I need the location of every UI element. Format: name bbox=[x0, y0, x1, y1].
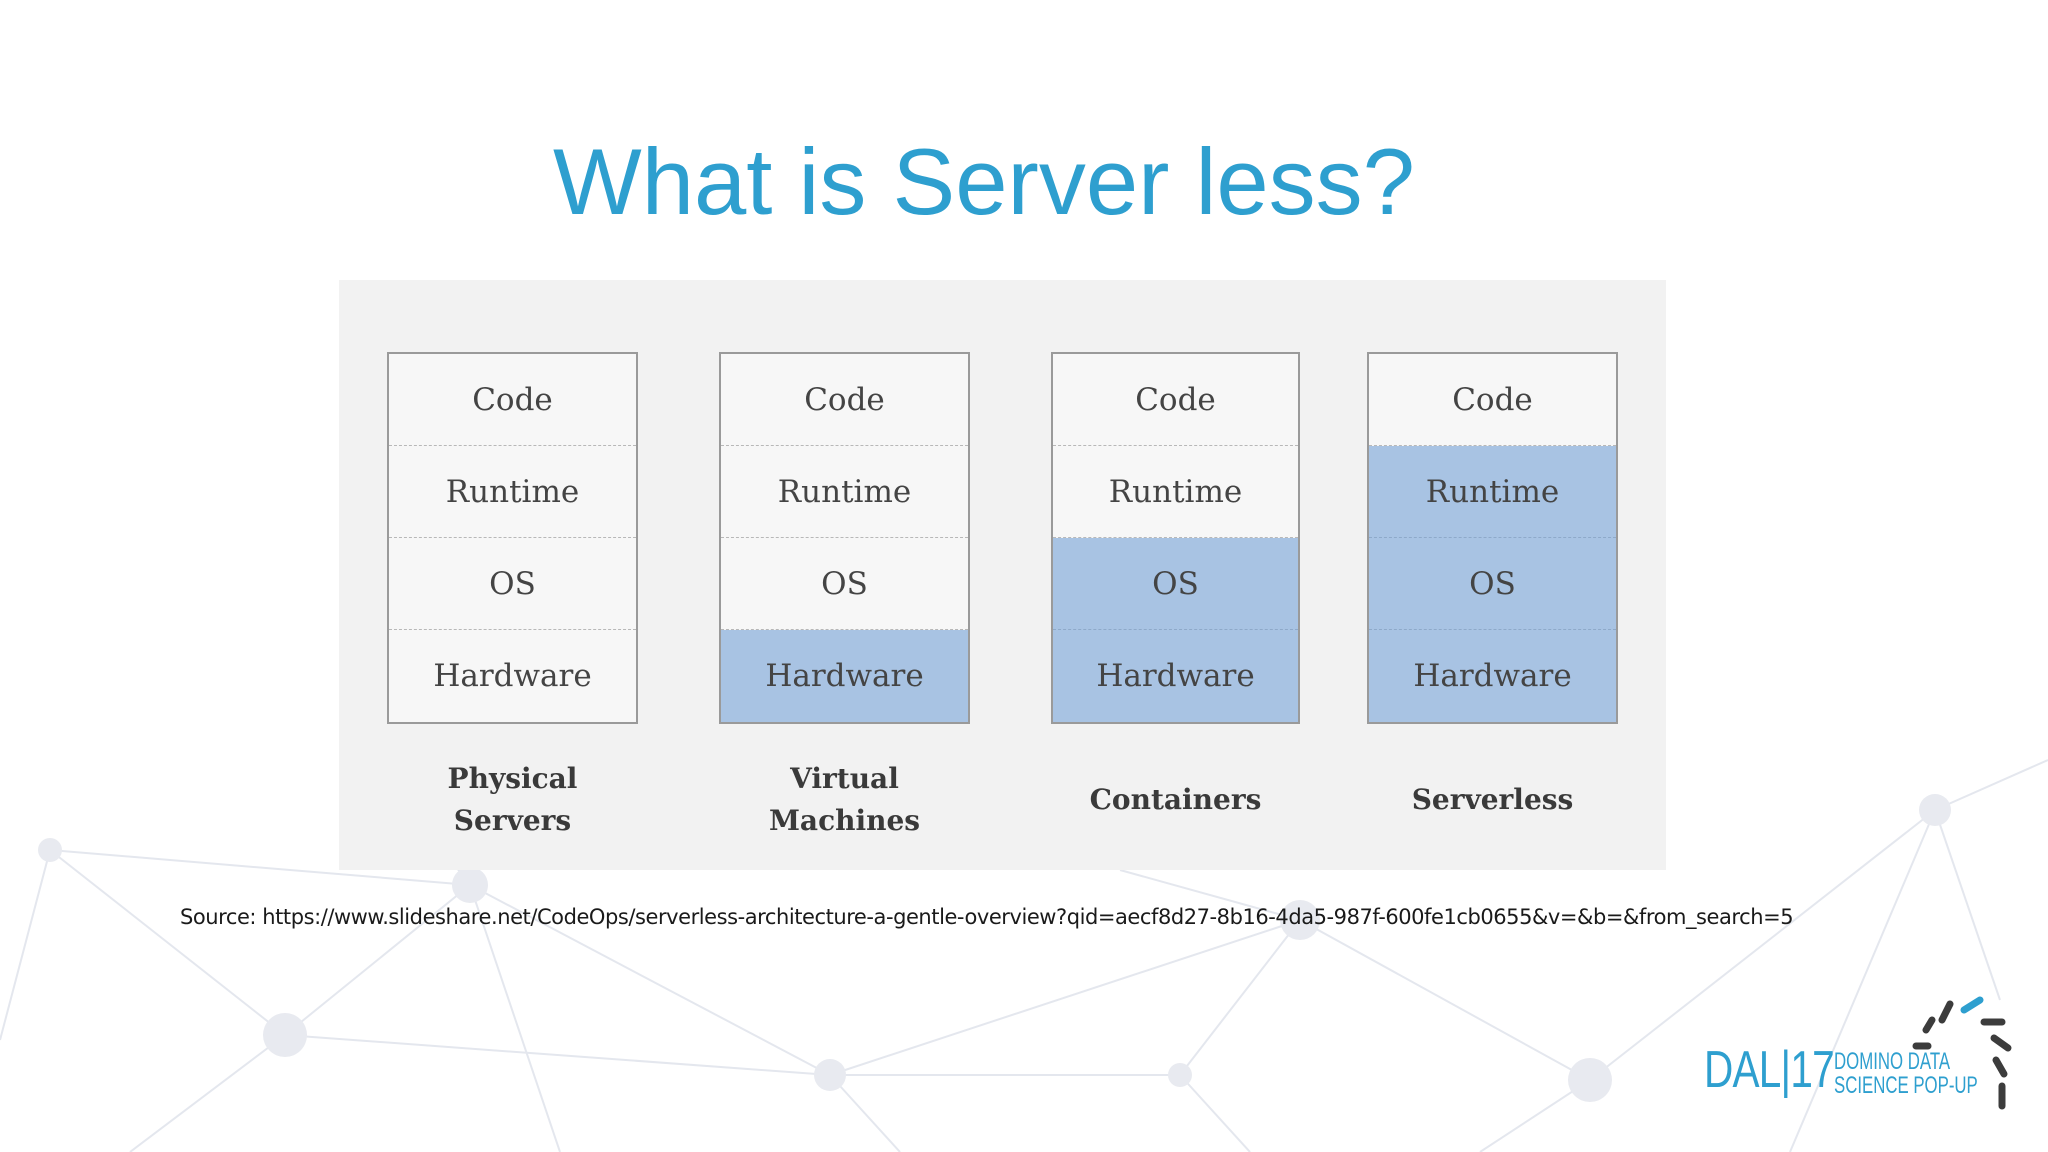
column-label-line: Virtual bbox=[790, 762, 899, 795]
domino-burst-icon bbox=[1912, 996, 2012, 1110]
source-citation: Source: https://www.slideshare.net/CodeO… bbox=[180, 905, 1794, 929]
layer-runtime: Runtime bbox=[1053, 446, 1298, 538]
layer-hardware: Hardware bbox=[1053, 630, 1298, 722]
column-label-3: Containers bbox=[1051, 755, 1300, 845]
layer-runtime: Runtime bbox=[1369, 446, 1616, 538]
layer-code: Code bbox=[1369, 354, 1616, 446]
logo-event-text: DAL|17 bbox=[1704, 1041, 1835, 1099]
logo-subtitle-line-1: DOMINO DATA bbox=[1834, 1048, 1951, 1075]
layer-runtime: Runtime bbox=[721, 446, 968, 538]
column-label-line: Physical bbox=[447, 762, 578, 795]
layer-code: Code bbox=[721, 354, 968, 446]
column-label-line: Containers bbox=[1089, 783, 1262, 816]
layer-code: Code bbox=[389, 354, 636, 446]
slide-title: What is Server less? bbox=[553, 129, 1415, 234]
layer-os: OS bbox=[1369, 538, 1616, 630]
logo-subtitle: DOMINO DATA SCIENCE POP-UP bbox=[1834, 1050, 1978, 1098]
layer-runtime: Runtime bbox=[389, 446, 636, 538]
layer-code: Code bbox=[1053, 354, 1298, 446]
layer-hardware: Hardware bbox=[721, 630, 968, 722]
layer-hardware: Hardware bbox=[1369, 630, 1616, 722]
column-label-4: Serverless bbox=[1367, 755, 1618, 845]
layer-os: OS bbox=[389, 538, 636, 630]
column-label-line: Serverless bbox=[1411, 783, 1574, 816]
layer-os: OS bbox=[1053, 538, 1298, 630]
layer-os: OS bbox=[721, 538, 968, 630]
logo-subtitle-line-2: SCIENCE POP-UP bbox=[1834, 1072, 1978, 1099]
column-label-line: Machines bbox=[768, 804, 921, 837]
layer-hardware: Hardware bbox=[433, 658, 592, 694]
dal17-logo: DAL|17 DOMINO DATA SCIENCE POP-UP bbox=[1700, 990, 2020, 1120]
column-label-line: Servers bbox=[453, 804, 572, 837]
